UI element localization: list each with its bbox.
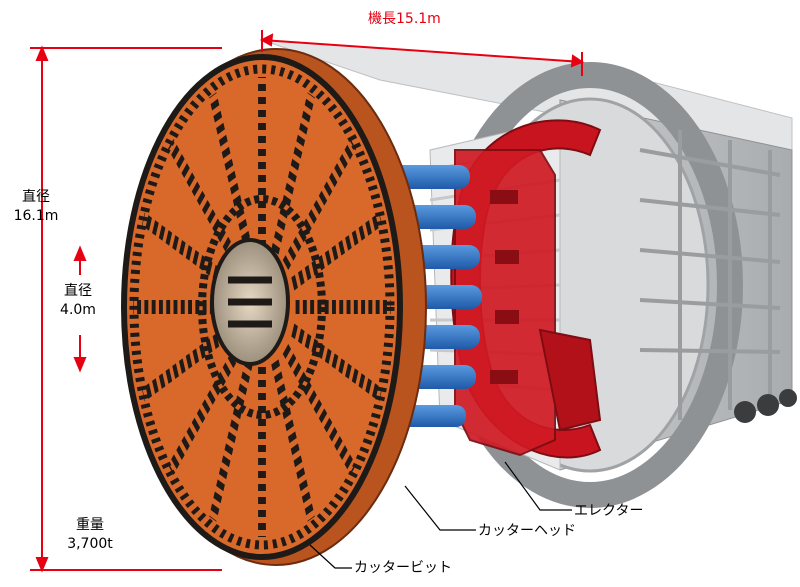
erector-leader	[504, 461, 572, 511]
rear-conveyor	[734, 389, 797, 423]
inner-diameter-value: 4.0m	[60, 302, 96, 318]
cutter-head-leader	[404, 485, 476, 531]
cutter-bit-label: カッタービット	[354, 560, 452, 576]
erector	[450, 119, 602, 459]
cutter-bit-leader	[309, 544, 352, 569]
dimension-lines	[30, 30, 585, 573]
inner-diameter-label: 直径 4.0m	[50, 282, 106, 320]
length-label: 機長15.1m	[368, 11, 441, 27]
erector-grip	[538, 328, 602, 432]
cutter-head-label: カッターヘッド	[478, 523, 576, 539]
outer-diameter-title: 直径	[22, 189, 50, 205]
weight-label: 重量 3,700t	[60, 516, 120, 554]
weight-value: 3,700t	[67, 536, 113, 552]
weight-title: 重量	[76, 517, 104, 533]
cutter-spokes	[133, 77, 391, 537]
hub-bits	[228, 276, 272, 328]
leader-lines	[309, 461, 572, 569]
cutter-head-bit-ring	[129, 64, 395, 550]
inner-diameter-title: 直径	[64, 283, 92, 299]
cutter-head	[121, 48, 427, 566]
machinery-frame	[639, 130, 781, 420]
erector-label: エレクター	[574, 503, 644, 519]
inner-cutter-ring	[198, 195, 326, 419]
length-dimension-line	[261, 39, 583, 63]
outer-diameter-value: 16.1m	[13, 208, 59, 224]
outer-diameter-label: 直径 16.1m	[6, 188, 66, 226]
